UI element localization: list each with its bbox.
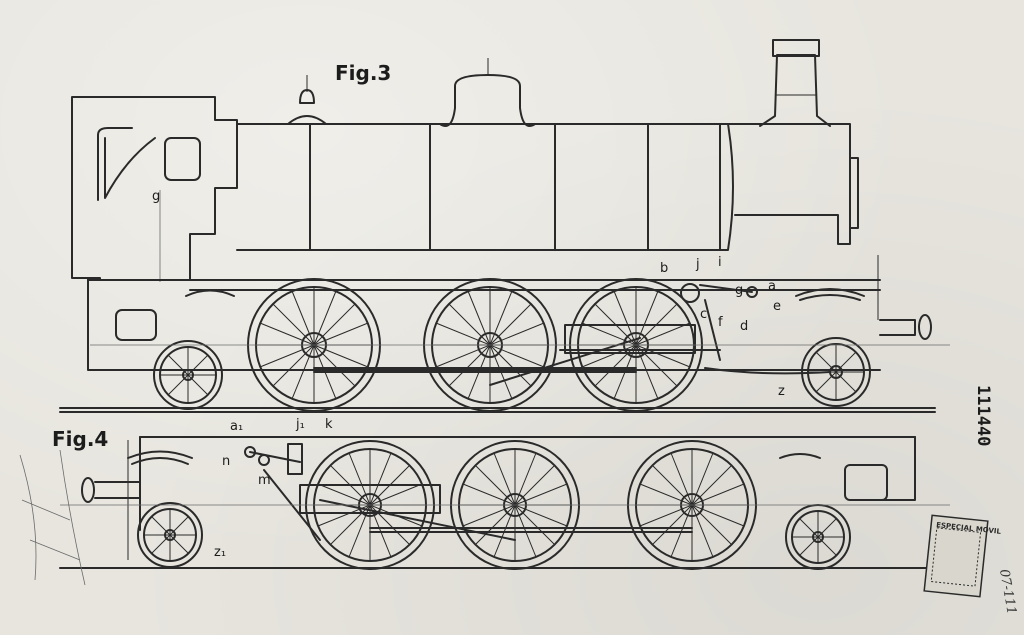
fig4-trailing-wheel	[785, 504, 851, 570]
fig4-label-j1: j₁	[295, 417, 305, 432]
fig3-label-g: g	[735, 283, 743, 298]
fig3-label-i: i	[718, 255, 722, 270]
fig3-title: Fig.3	[335, 61, 391, 85]
fig4-title: Fig.4	[52, 427, 108, 451]
fig3-label-d: d	[740, 319, 748, 334]
fig4-label-a1: a₁	[230, 419, 243, 434]
fig3-label-j: j	[695, 257, 700, 272]
fig3-label-c: c	[700, 307, 707, 322]
handwritten-ref: 07-111	[996, 568, 1019, 616]
fig3-label-f: f	[718, 315, 723, 330]
fig3-locomotive	[59, 39, 950, 413]
fig4-label-n: n	[222, 454, 230, 469]
fig3-label-a: a	[768, 279, 776, 294]
revenue-stamp: ESPECIAL MOVIL	[923, 514, 1002, 598]
fig3-label-e: e	[773, 299, 781, 314]
fig4-pilot-wheel	[137, 502, 203, 568]
fig3-pilot-wheel	[801, 337, 871, 407]
fig3-label-b: b	[660, 261, 668, 276]
patent-number: 111440	[973, 385, 993, 446]
fig4-label-k: k	[325, 417, 333, 432]
fig3-trailing-wheel	[153, 340, 223, 410]
fig3-label-g-cab: g	[152, 189, 160, 204]
fig3-label-z: z	[778, 384, 785, 399]
fig4-label-m: m	[258, 473, 271, 488]
fig4-locomotive	[59, 411, 950, 570]
fig4-label-z1: z₁	[214, 545, 226, 560]
